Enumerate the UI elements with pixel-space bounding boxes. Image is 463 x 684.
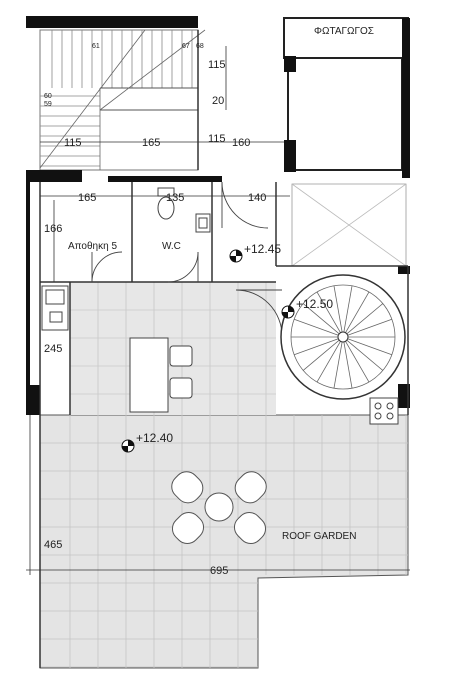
dim-total-width: 695 xyxy=(210,565,228,577)
spiral-tread xyxy=(346,303,384,335)
spiral-tread xyxy=(347,338,393,356)
dim-stair-115: 115 xyxy=(208,59,226,71)
spiral-tread xyxy=(333,341,343,389)
dim-shaft: 160 xyxy=(232,137,250,149)
level-spiral-stair: +12.50 xyxy=(296,297,333,311)
spiral-tread xyxy=(302,303,340,335)
dim-stair-width-left: 115 xyxy=(64,137,82,149)
roof-garden-paving xyxy=(39,414,409,669)
dim-storage-depth: 166 xyxy=(44,223,62,235)
level-stair-landing: +12.45 xyxy=(244,242,281,256)
step-mark-68: 68 xyxy=(196,43,204,50)
dim-stair-20: 20 xyxy=(212,95,224,107)
light-well-label: ΦΩΤΑΓΩΓΟΣ xyxy=(314,26,374,37)
outdoor-dining-set xyxy=(171,471,267,545)
spiral-tread xyxy=(345,341,370,383)
step-mark-61: 61 xyxy=(92,43,100,50)
spiral-staircase xyxy=(280,274,406,400)
spiral-tread xyxy=(343,341,353,389)
spiral-tread xyxy=(316,291,341,333)
spiral-tread xyxy=(293,338,339,356)
wc-fixtures xyxy=(157,187,211,233)
spiral-tread xyxy=(293,318,339,336)
dim-stair-width-mid: 165 xyxy=(142,137,160,149)
spiral-tread xyxy=(346,339,384,371)
dim-storage-width: 165 xyxy=(78,192,96,204)
step-mark-67: 67 xyxy=(182,43,190,50)
spiral-tread xyxy=(302,339,340,371)
spiral-tread xyxy=(345,291,370,333)
spiral-tread xyxy=(316,341,341,383)
main-staircase xyxy=(39,29,206,171)
level-marker-spiral xyxy=(281,305,295,319)
level-marker-garden xyxy=(121,439,135,453)
dim-stair-width-right: 115 xyxy=(208,133,226,145)
spiral-tread xyxy=(347,318,393,336)
cooktop xyxy=(369,397,399,425)
spiral-tread xyxy=(333,285,343,333)
level-roof-garden: +12.40 xyxy=(136,431,173,445)
wc-label: W.C xyxy=(162,241,181,252)
roof-garden-label: ROOF GARDEN xyxy=(282,531,356,542)
walls xyxy=(26,16,410,415)
step-mark-60: 60 xyxy=(44,93,52,100)
dim-corridor: 140 xyxy=(248,192,266,204)
step-mark-59: 59 xyxy=(44,101,52,108)
kitchen-island xyxy=(129,337,193,413)
dimension-lines xyxy=(26,46,410,575)
dim-wc-width: 135 xyxy=(166,192,184,204)
dim-kitchen-depth: 245 xyxy=(44,343,62,355)
light-well xyxy=(283,17,410,267)
level-marker-stair-landing xyxy=(229,249,243,263)
spiral-tread xyxy=(343,285,353,333)
dim-garden-depth: 465 xyxy=(44,539,62,551)
storage-label: Αποθηκη 5 xyxy=(68,241,117,252)
kitchen-counter xyxy=(41,285,69,331)
